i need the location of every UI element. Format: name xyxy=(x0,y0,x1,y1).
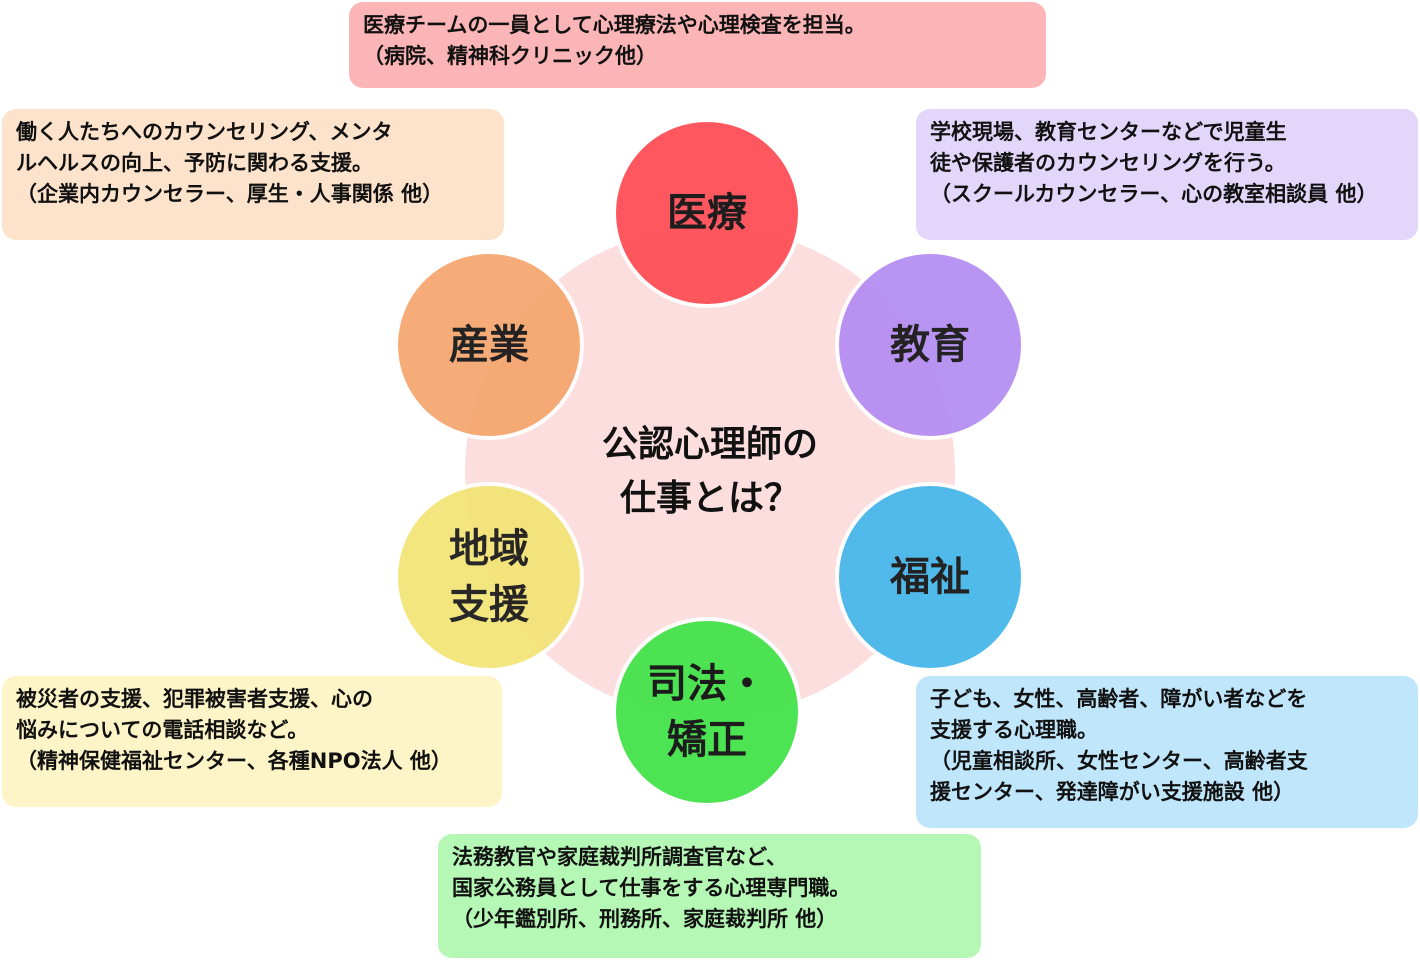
node-welfare-label: 福祉 xyxy=(890,554,970,600)
box-education-line: （スクールカウンセラー、心の教室相談員 他） xyxy=(930,182,1378,206)
box-justice-line: 国家公務員として仕事をする心理専門職。 xyxy=(452,876,851,900)
node-community-label-line2: 支援 xyxy=(449,582,529,628)
box-welfare-line: 子ども、女性、高齢者、障がい者などを xyxy=(930,687,1308,711)
central-title: 公認心理師の 仕事とは？ xyxy=(500,418,920,526)
box-community-line: （精神保健福祉センター、各種NPO法人 他） xyxy=(16,749,452,773)
box-welfare: 子ども、女性、高齢者、障がい者などを 支援する心理職。 （児童相談所、女性センタ… xyxy=(916,676,1418,828)
box-community-line: 悩みについての電話相談など。 xyxy=(16,718,309,742)
box-community-line: 被災者の支援、犯罪被害者支援、心の xyxy=(16,687,373,711)
box-justice: 法務教官や家庭裁判所調査官など、 国家公務員として仕事をする心理専門職。 （少年… xyxy=(438,834,981,958)
node-industry-label: 産業 xyxy=(449,322,529,368)
box-education-line: 学校現場、教育センターなどで児童生 xyxy=(930,120,1287,144)
node-welfare: 福祉 xyxy=(835,482,1025,672)
box-industry-line: 働く人たちへのカウンセリング、メンタ xyxy=(16,120,393,144)
box-medical-line: （病院、精神科クリニック他） xyxy=(363,44,657,68)
box-industry-line: ルヘルスの向上、予防に関わる支援。 xyxy=(16,151,373,175)
node-industry: 産業 xyxy=(394,250,584,440)
node-justice: 司法・ 矯正 xyxy=(612,617,802,807)
box-industry: 働く人たちへのカウンセリング、メンタ ルヘルスの向上、予防に関わる支援。 （企業… xyxy=(2,109,504,240)
node-community-label-line1: 地域 xyxy=(449,526,529,572)
box-welfare-line: （児童相談所、女性センター、高齢者支 xyxy=(930,749,1308,773)
central-title-line2: 仕事とは？ xyxy=(619,478,800,519)
box-industry-line: （企業内カウンセラー、厚生・人事関係 他） xyxy=(16,182,444,206)
node-justice-label-line2: 矯正 xyxy=(667,717,747,763)
node-medical: 医療 xyxy=(612,118,802,308)
node-education: 教育 xyxy=(835,250,1025,440)
box-medical: 医療チームの一員として心理療法や心理検査を担当。 （病院、精神科クリニック他） xyxy=(349,2,1046,88)
box-community: 被災者の支援、犯罪被害者支援、心の 悩みについての電話相談など。 （精神保健福祉… xyxy=(2,676,502,807)
node-justice-label-line1: 司法・ xyxy=(647,661,767,707)
node-medical-label: 医療 xyxy=(667,190,747,236)
box-justice-line: （少年鑑別所、刑務所、家庭裁判所 他） xyxy=(452,907,838,931)
box-education: 学校現場、教育センターなどで児童生 徒や保護者のカウンセリングを行う。 （スクー… xyxy=(916,109,1418,240)
box-justice-line: 法務教官や家庭裁判所調査官など、 xyxy=(452,845,787,869)
node-education-label: 教育 xyxy=(890,322,970,368)
box-welfare-line: 援センター、発達障がい支援施設 他） xyxy=(930,780,1295,804)
central-title-line1: 公認心理師の xyxy=(601,424,818,465)
box-medical-line: 医療チームの一員として心理療法や心理検査を担当。 xyxy=(363,13,866,37)
node-community: 地域 支援 xyxy=(394,482,584,672)
box-welfare-line: 支援する心理職。 xyxy=(930,718,1098,742)
box-education-line: 徒や保護者のカウンセリングを行う。 xyxy=(930,151,1286,175)
